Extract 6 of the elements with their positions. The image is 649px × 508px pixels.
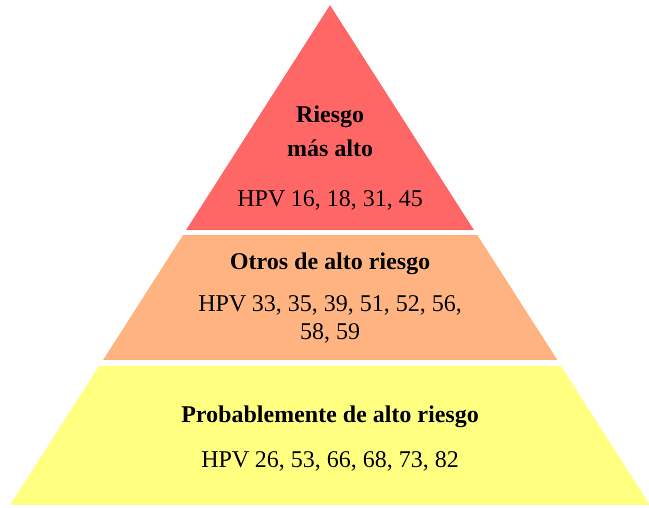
hpv-types-text: HPV 26, 53, 66, 68, 73, 82	[201, 446, 459, 474]
tier-heading: Otros de alto riesgo	[230, 248, 430, 277]
tier-heading: Probablemente de alto riesgo	[181, 401, 479, 430]
tier-heading: Riesgo más alto	[286, 101, 374, 164]
hpv-types-text: HPV 16, 18, 31, 45	[237, 185, 423, 213]
hpv-types-text: HPV 33, 35, 39, 51, 52, 56, 58, 59	[197, 290, 463, 346]
